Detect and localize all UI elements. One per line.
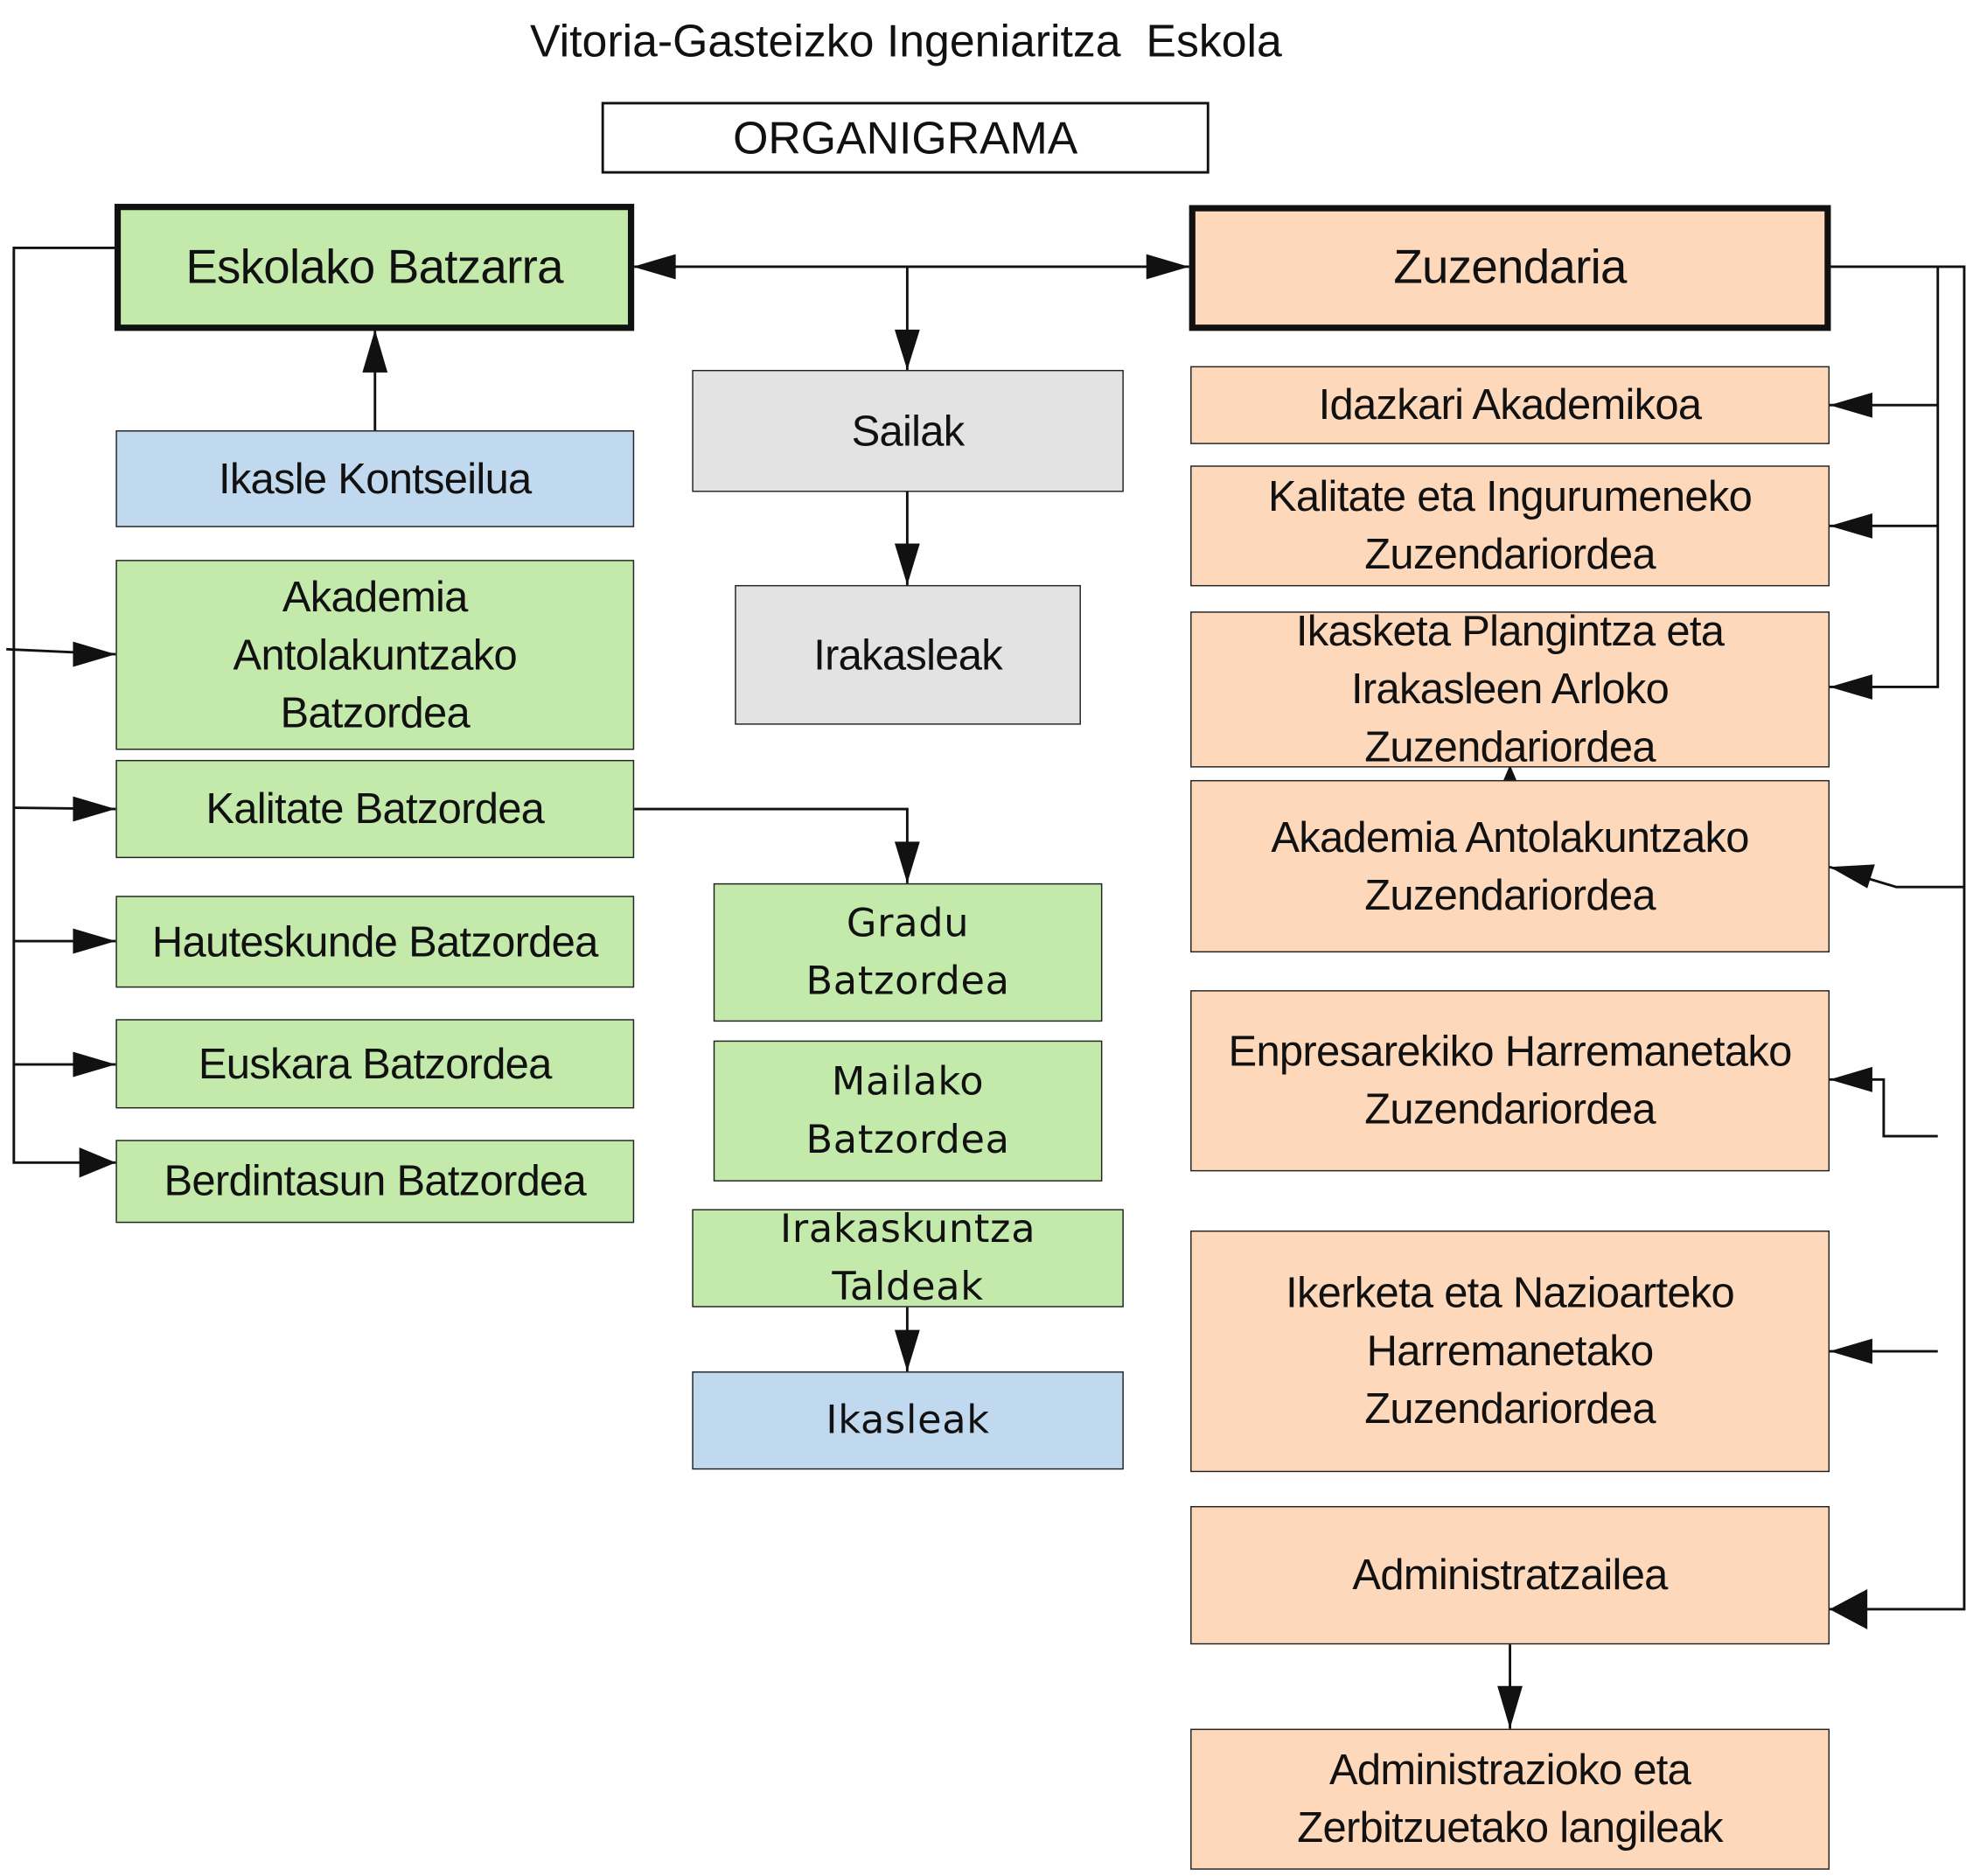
- node-label: Gradu Batzordea: [805, 901, 1010, 1005]
- node-label: Ikasleak: [826, 1398, 990, 1444]
- node-label: Berdintasun Batzordea: [164, 1157, 587, 1206]
- page-title: Vitoria-Gasteizko Ingeniaritza Eskola: [530, 15, 1282, 67]
- arrowhead-down-irakasleak: [894, 543, 920, 585]
- node-label: Hauteskunde Batzordea: [151, 917, 599, 966]
- arrowhead-up-batzarra: [362, 329, 388, 373]
- connector-kalitate-gradu: [632, 807, 909, 883]
- node-berdintasun-batzordea: Berdintasun Batzordea: [115, 1140, 635, 1224]
- arrowhead-kalitate-zuzendariordea: [1830, 513, 1872, 539]
- arrowhead-down-sailak: [894, 329, 920, 370]
- connector-right-bus-inner: [1830, 266, 1940, 688]
- node-eskolako-batzarra: Eskolako Batzarra: [114, 204, 635, 331]
- arrowhead-akademia-batzordea: [73, 641, 116, 667]
- arrowhead-left-batzarra: [632, 254, 676, 280]
- node-label: Ikasle Kontseilua: [218, 455, 532, 503]
- node-label: Zuzendaria: [1393, 241, 1627, 295]
- arrowhead-idazkari: [1830, 392, 1872, 418]
- node-label: Enpresarekiko Harremanetako Zuzendariord…: [1228, 1028, 1793, 1134]
- node-kalitate-batzordea: Kalitate Batzordea: [115, 759, 635, 859]
- node-label: Akademia Antolakuntzako Batzordea: [233, 573, 518, 737]
- arrowhead-enpresa: [1830, 1066, 1872, 1092]
- node-zuzendaria: Zuzendaria: [1189, 205, 1831, 331]
- organigrama-text: ORGANIGRAMA: [733, 111, 1078, 164]
- arrowhead-langileak: [1497, 1685, 1523, 1729]
- node-kalitate-zuzendariordea: Kalitate eta Ingurumeneko Zuzendariordea: [1190, 465, 1830, 587]
- connector-to-enpresa: [1830, 1077, 1938, 1138]
- node-label: Irakaskuntza Taldeak: [779, 1206, 1036, 1310]
- arrowhead-ikerketa: [1830, 1338, 1872, 1364]
- node-langileak: Administrazioko eta Zerbitzuetako langil…: [1190, 1728, 1830, 1870]
- organigrama-label: ORGANIGRAMA: [601, 101, 1210, 174]
- node-hauteskunde-batzordea: Hauteskunde Batzordea: [115, 896, 635, 988]
- node-label: Mailako Batzordea: [805, 1059, 1010, 1163]
- connector-left-bus: [12, 246, 116, 1164]
- node-mailako-batzordea: Mailako Batzordea: [713, 1040, 1103, 1182]
- node-administratzailea: Administratzailea: [1190, 1506, 1830, 1645]
- node-irakasleak: Irakasleak: [735, 584, 1081, 725]
- arrowhead-euskara: [73, 1051, 116, 1077]
- arrowhead-gradu: [894, 841, 920, 883]
- node-label: Kalitate eta Ingurumeneko Zuzendariordea: [1267, 472, 1753, 579]
- arrowhead-ikasketa: [1830, 674, 1872, 700]
- node-label: Eskolako Batzarra: [185, 241, 563, 294]
- arrowhead-kalitate-batzordea: [73, 796, 116, 822]
- node-label: Kalitate Batzordea: [206, 785, 545, 833]
- node-euskara-batzordea: Euskara Batzordea: [115, 1019, 635, 1109]
- node-gradu-batzordea: Gradu Batzordea: [713, 882, 1103, 1022]
- node-ikerketa-zuzendariordea: Ikerketa eta Nazioarteko Harremanetako Z…: [1190, 1230, 1830, 1473]
- node-label: Akademia Antolakuntzako Zuzendariordea: [1271, 813, 1749, 919]
- node-label: Administrazioko eta Zerbitzuetako langil…: [1297, 1746, 1723, 1852]
- arrowhead-ikasleak: [894, 1329, 920, 1372]
- node-label: Ikerketa eta Nazioarteko Harremanetako Z…: [1286, 1269, 1735, 1433]
- connector-right-bus-outer: [1830, 265, 1966, 1611]
- node-label: Administratzailea: [1352, 1551, 1668, 1600]
- arrowhead-berdintasun: [79, 1147, 116, 1178]
- node-label: Idazkari Akademikoa: [1318, 380, 1702, 429]
- arrowhead-akademia-zuzendariordea: [1830, 864, 1875, 889]
- node-label: Euskara Batzordea: [198, 1040, 553, 1088]
- node-enpresa-zuzendariordea: Enpresarekiko Harremanetako Zuzendariord…: [1190, 990, 1830, 1172]
- node-ikasleak: Ikasleak: [692, 1371, 1124, 1470]
- node-ikasle-kontseilua: Ikasle Kontseilua: [115, 430, 635, 527]
- arrowhead-administratzailea: [1830, 1588, 1868, 1629]
- arrowhead-right-zuzendaria: [1146, 254, 1189, 280]
- node-sailak: Sailak: [692, 369, 1124, 492]
- node-irakaskuntza-taldeak: Irakaskuntza Taldeak: [692, 1207, 1124, 1310]
- node-label: Irakasleak: [813, 631, 1002, 680]
- node-akademia-zuzendariordea: Akademia Antolakuntzako Zuzendariordea: [1190, 779, 1830, 953]
- node-akademia-batzordea: Akademia Antolakuntzako Batzordea: [115, 560, 635, 750]
- node-label: Ikasketa Plangintza eta Irakasleen Arlok…: [1295, 607, 1725, 771]
- node-idazkari-akademikoa: Idazkari Akademikoa: [1190, 366, 1830, 444]
- arrowhead-hauteskunde: [73, 928, 116, 954]
- node-ikasketa-zuzendariordea: Ikasketa Plangintza eta Irakasleen Arlok…: [1190, 608, 1830, 771]
- node-label: Sailak: [851, 407, 966, 456]
